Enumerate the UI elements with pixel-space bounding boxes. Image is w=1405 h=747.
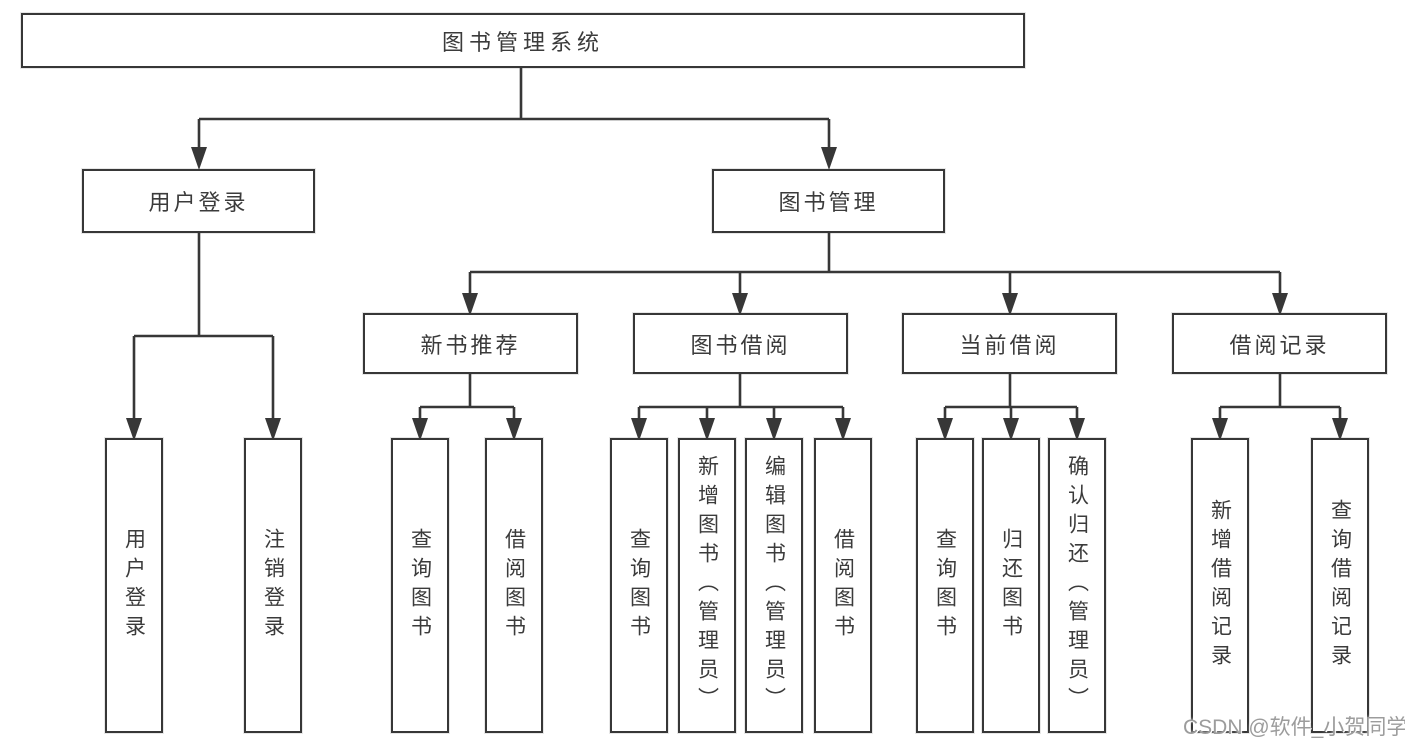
leaf-confirm-return-admin: 确认归还（管理员） [1048,438,1106,733]
leaf-return-books-label: 归还图书 [999,527,1023,644]
node-user-login: 用户登录 [82,169,315,233]
node-new-book-recommend-label: 新书推荐 [420,332,521,358]
leaf-query-books-recommend: 查询图书 [391,438,449,733]
connector-book-borrow-to-leaves [637,374,845,423]
leaf-return-books: 归还图书 [982,438,1040,733]
connector-current-borrow-to-leaves [943,374,1079,423]
leaf-user-login: 用户登录 [105,438,163,733]
leaf-confirm-return-admin-label: 确认归还（管理员） [1065,455,1089,716]
leaf-query-books-current-label: 查询图书 [933,527,957,644]
node-borrow-record: 借阅记录 [1172,313,1387,374]
leaf-add-book-admin-label: 新增图书（管理员） [695,455,719,716]
leaf-query-books-borrow-label: 查询图书 [627,527,651,644]
leaf-logout: 注销登录 [244,438,302,733]
leaf-add-book-admin: 新增图书（管理员） [678,438,736,733]
leaf-logout-label: 注销登录 [261,527,285,644]
leaf-user-login-label: 用户登录 [122,527,146,644]
leaf-borrow-books-label: 借阅图书 [831,527,855,644]
node-root-system: 图书管理系统 [21,13,1025,68]
leaf-query-books-borrow: 查询图书 [610,438,668,733]
node-book-borrow: 图书借阅 [633,313,848,374]
node-current-borrow: 当前借阅 [902,313,1117,374]
node-user-login-label: 用户登录 [148,190,249,215]
leaf-edit-book-admin-label: 编辑图书（管理员） [762,455,786,716]
leaf-borrow-books: 借阅图书 [814,438,872,733]
connector-new-book-recommend-to-leaves [418,374,516,423]
node-new-book-recommend: 新书推荐 [363,313,578,374]
node-root-label: 图书管理系统 [441,29,604,55]
leaf-add-borrow-record: 新增借阅记录 [1191,438,1249,733]
leaf-borrow-books-recommend: 借阅图书 [485,438,543,733]
node-book-management-label: 图书管理 [778,190,879,215]
leaf-query-borrow-record-label: 查询借阅记录 [1328,498,1352,673]
leaf-borrow-books-recommend-label: 借阅图书 [502,527,526,644]
leaf-query-books-recommend-label: 查询图书 [408,527,432,644]
connector-book-management-to-level3 [468,233,1282,298]
node-book-borrow-label: 图书借阅 [690,332,791,358]
node-current-borrow-label: 当前借阅 [959,332,1060,358]
connector-borrow-record-to-leaves [1218,374,1342,423]
csdn-watermark: CSDN @软件_小贺同学 [1183,716,1405,739]
node-borrow-record-label: 借阅记录 [1229,332,1330,358]
leaf-query-borrow-record: 查询借阅记录 [1311,438,1369,733]
leaf-edit-book-admin: 编辑图书（管理员） [745,438,803,733]
leaf-query-books-current: 查询图书 [916,438,974,733]
node-book-management: 图书管理 [712,169,945,233]
arrowheads [126,147,1348,441]
connector-user-login-to-leaves [132,233,275,423]
connector-root-to-level2 [197,68,831,152]
leaf-add-borrow-record-label: 新增借阅记录 [1208,498,1232,673]
